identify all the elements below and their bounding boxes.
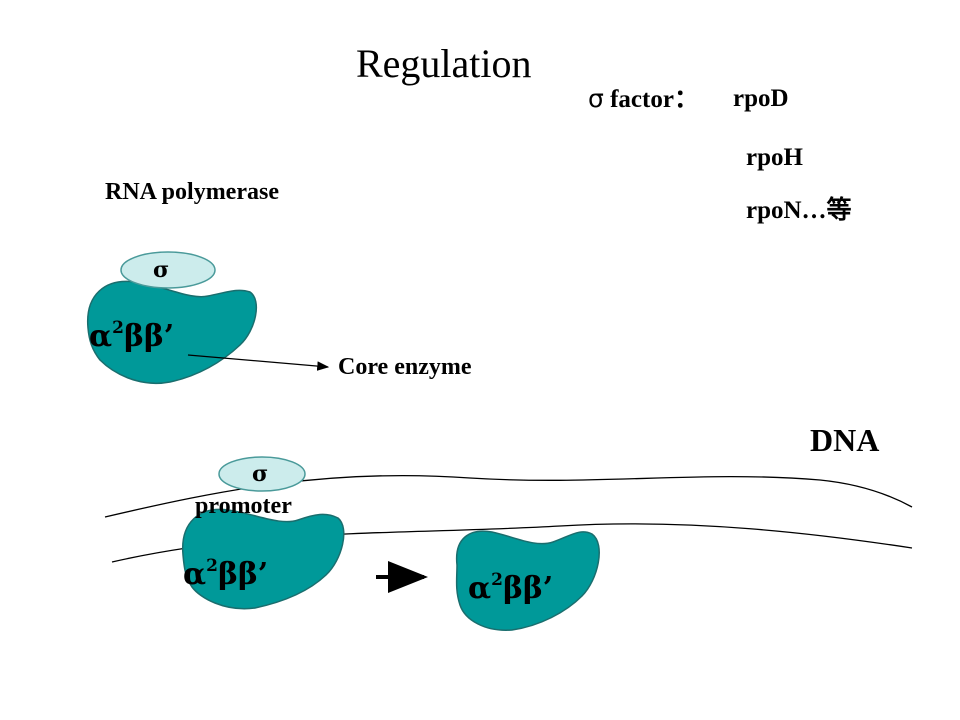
sigma-subunit-promoter <box>218 456 306 492</box>
gene-rpoh: rpoH <box>746 144 803 171</box>
sigma-label-promoter: σ <box>252 461 269 487</box>
slide-title: Regulation <box>356 41 532 86</box>
alpha-count: 2 <box>112 318 124 338</box>
sigma-subunit-top <box>120 251 216 289</box>
beta-text: ββ’ <box>217 557 269 592</box>
alpha-text: α <box>89 319 113 354</box>
core-enzyme-shape-promoter <box>182 508 345 610</box>
gene-rpon: rpoN…等 <box>746 197 852 224</box>
subunit-label-elongating: α2ββ’ <box>468 571 554 606</box>
sigma-symbol: σ <box>588 84 604 113</box>
core-enzyme-label: Core enzyme <box>338 354 472 380</box>
sigma-label-top: σ <box>153 257 170 283</box>
alpha-text: α <box>468 571 492 606</box>
beta-text: ββ’ <box>502 571 554 606</box>
alpha-count: 2 <box>491 570 503 590</box>
rna-polymerase-label: RNA polymerase <box>105 179 279 205</box>
alpha-count: 2 <box>206 556 218 576</box>
sigma-factor-label: σ factor： <box>588 86 699 112</box>
promoter-label: promoter <box>195 493 292 519</box>
core-enzyme-pointer <box>187 354 330 371</box>
sigma-factor-text: factor： <box>603 86 699 113</box>
gene-rpod: rpoD <box>733 85 789 112</box>
alpha-text: α <box>183 557 207 592</box>
subunit-label-top: α2ββ’ <box>89 319 175 354</box>
core-enzyme-shape-elongating <box>455 530 600 631</box>
beta-text: ββ’ <box>123 319 175 354</box>
dna-label: DNA <box>810 422 880 458</box>
subunit-label-promoter: α2ββ’ <box>183 557 269 592</box>
